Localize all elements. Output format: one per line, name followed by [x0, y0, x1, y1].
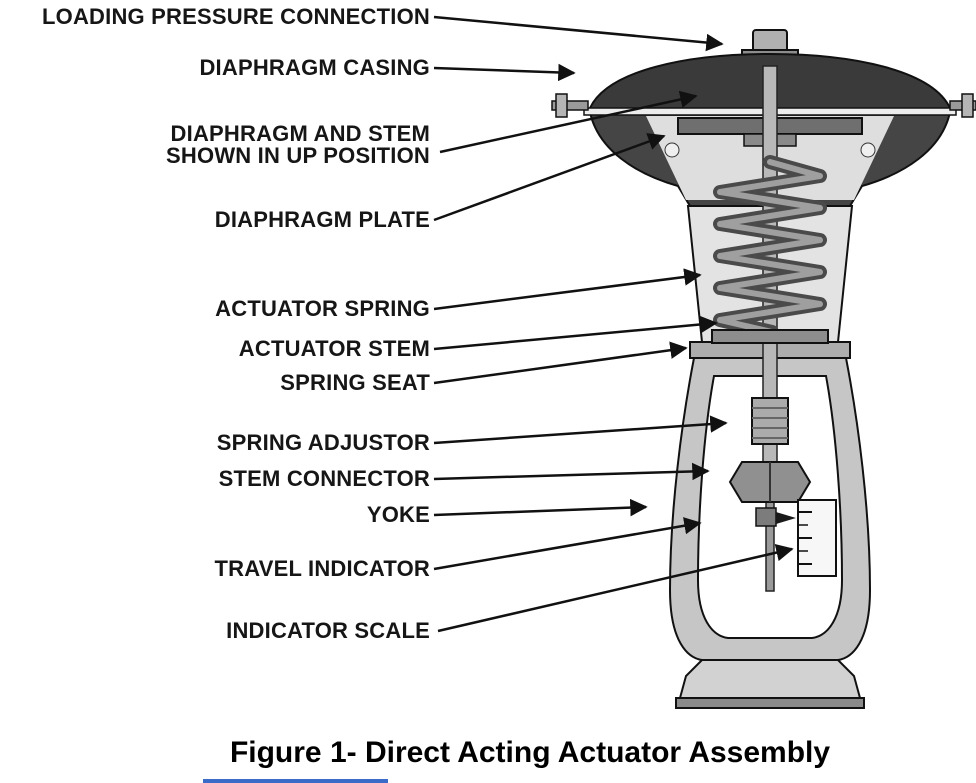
casing-bolt-left	[664, 142, 680, 158]
leader-yoke	[433, 498, 648, 517]
leader-loading-pressure-connection	[433, 15, 724, 52]
leader-indicator-scale	[437, 544, 794, 633]
label-travel-indicator: TRAVEL INDICATOR	[214, 556, 430, 581]
casing-flange-bolt-left	[551, 93, 589, 118]
leader-diaphragm-casing	[433, 63, 576, 82]
label-diaphragm-casing: DIAPHRAGM CASING	[199, 55, 430, 80]
actuator-illustration	[551, 29, 976, 709]
leader-actuator-stem	[433, 315, 718, 351]
label-diaphragm-plate: DIAPHRAGM PLATE	[214, 207, 430, 232]
leader-lines	[433, 15, 794, 633]
label-spring-seat: SPRING SEAT	[280, 370, 430, 395]
leader-travel-indicator	[433, 517, 702, 571]
leader-diaphragm-and-stem	[439, 90, 698, 154]
label-actuator-stem: ACTUATOR STEM	[238, 336, 430, 361]
label-loading-pressure-connection: LOADING PRESSURE CONNECTION	[42, 4, 430, 29]
label-spring-adjustor: SPRING ADJUSTOR	[216, 430, 430, 455]
label-indicator-scale: INDICATOR SCALE	[226, 618, 430, 643]
label-actuator-spring: ACTUATOR SPRING	[215, 296, 430, 321]
leader-spring-seat	[433, 341, 688, 385]
leader-diaphragm-plate	[433, 133, 666, 222]
caption-underline	[203, 779, 388, 783]
label-stem-connector: STEM CONNECTOR	[218, 466, 430, 491]
indicator-scale-part	[797, 499, 837, 577]
travel-indicator-part	[755, 507, 796, 527]
actuator-spring-part	[713, 155, 827, 339]
leader-spring-adjustor	[433, 415, 728, 445]
casing-flange-bolt-right	[949, 93, 976, 118]
leader-stem-connector	[433, 462, 710, 481]
label-yoke: YOKE	[366, 502, 430, 527]
spring-seat-part	[711, 329, 829, 344]
bottom-flange	[675, 659, 865, 709]
label-diaphragm-and-stem: DIAPHRAGM AND STEM SHOWN IN UP POSITION	[166, 121, 430, 168]
spring-adjustor-part	[751, 397, 789, 445]
leader-actuator-spring	[433, 268, 702, 311]
figure-caption: Figure 1- Direct Acting Actuator Assembl…	[229, 736, 831, 769]
casing-bolt-right	[860, 142, 876, 158]
stem-connector-part	[728, 461, 812, 503]
